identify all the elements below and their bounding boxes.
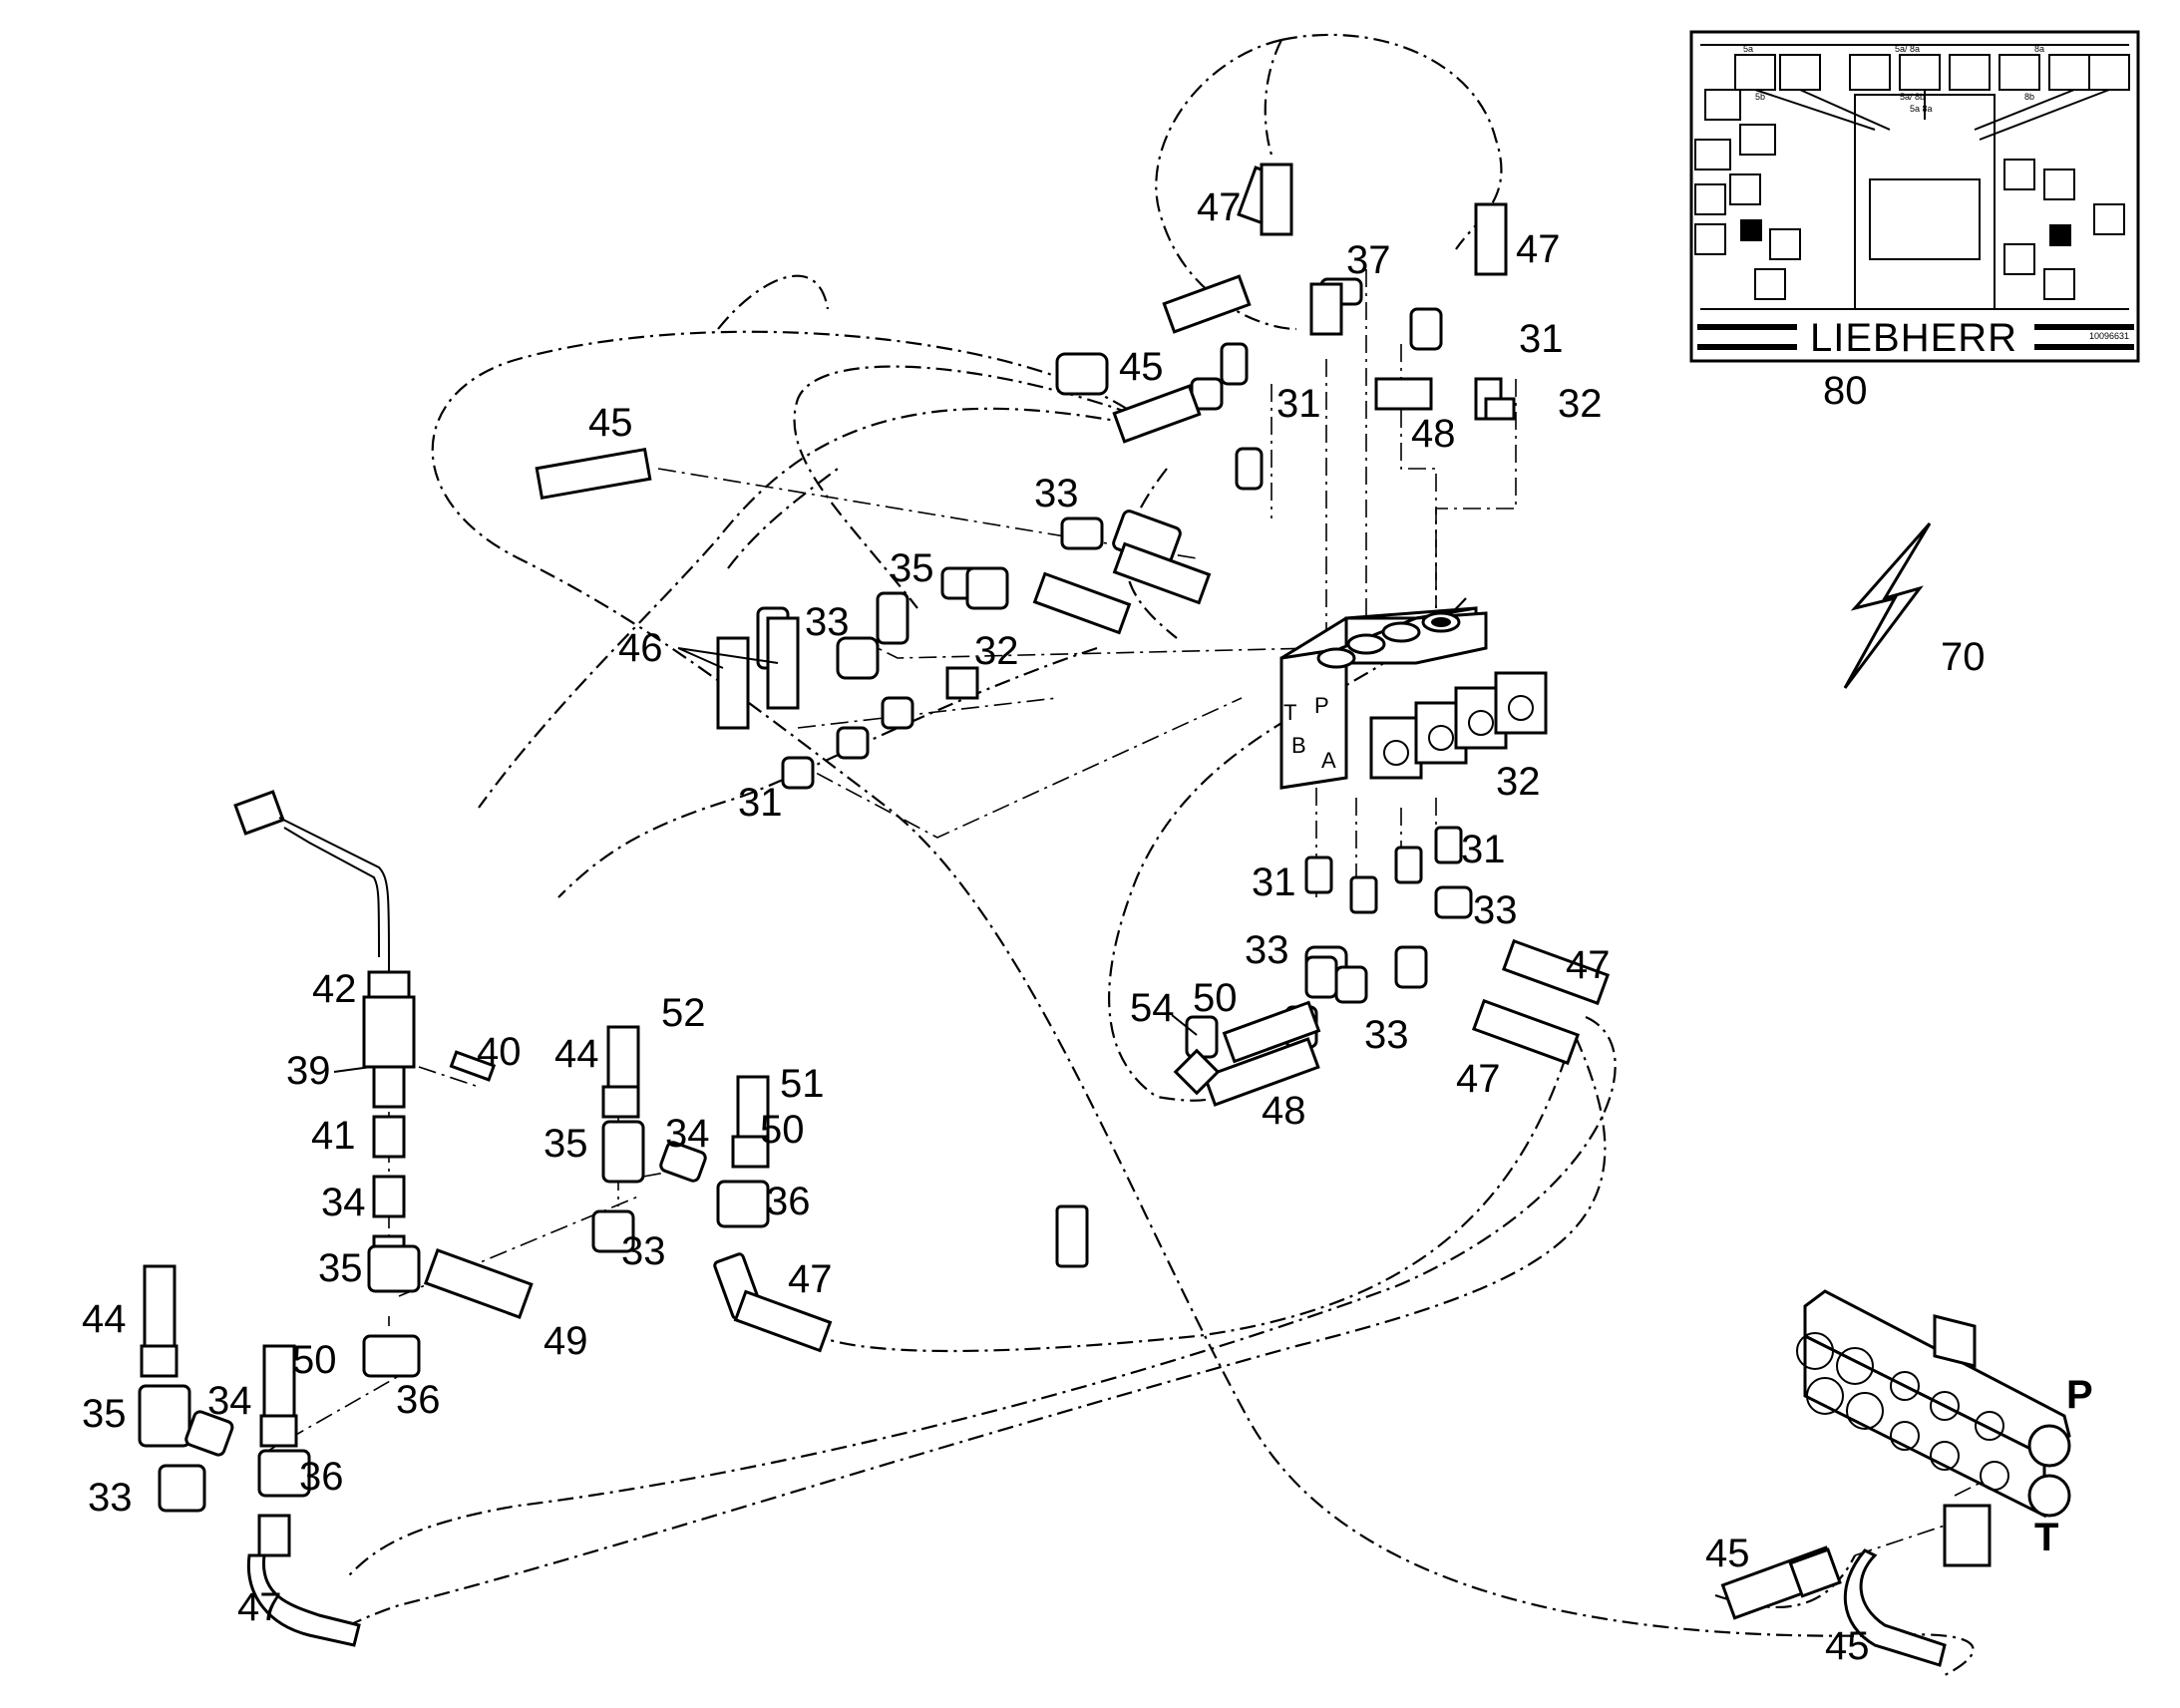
part-number: 32 [1496,760,1541,804]
plate-brand: LIEBHERR [1810,316,2017,360]
part-number: 42 [312,967,357,1011]
part-number: 47 [1456,1057,1501,1101]
part-number: 45 [1705,1532,1750,1575]
part-number: 47 [237,1585,282,1629]
part-number: 31 [1252,860,1296,904]
manifold-label-p: P [2066,1373,2093,1417]
part-number: 37 [1346,238,1391,282]
part-number: 47 [1197,185,1242,229]
part-number: 34 [207,1379,252,1423]
part-number: 51 [780,1062,825,1106]
part-number: 48 [1411,412,1456,456]
part-number: 32 [1558,382,1603,426]
plate-label-2: 5a/ 8a [1895,44,1920,54]
part-number: 35 [890,546,934,590]
part-number: 31 [1461,828,1506,871]
part-number: 50 [1193,976,1238,1020]
part-number: 36 [766,1180,811,1223]
part-number: 40 [477,1030,522,1074]
leader-lines [258,269,1996,1556]
part-number: 33 [1473,888,1518,932]
part-number: 49 [544,1319,588,1363]
plate-label-1: 5a [1743,44,1753,54]
plate-center-label: 5a 8a [1910,104,1933,114]
electrical-symbol [1843,522,1932,689]
part-number: 44 [82,1297,127,1341]
part-number: 44 [554,1032,599,1076]
part-number: 33 [1034,472,1079,515]
part-number: 45 [1119,345,1164,389]
part-number: 48 [1262,1089,1306,1133]
part-number: 47 [788,1257,833,1301]
part-number: 34 [321,1181,366,1224]
control-plate: 5a 5a/ 8a 8a 5b 5a/ 8b 8b 5a 8a LIEBHERR… [1689,30,2140,363]
part-number: 52 [661,991,706,1035]
plate-label-6: 8b [2024,92,2034,102]
part-number: 31 [738,781,783,825]
part-number: 36 [299,1455,344,1499]
plate-label-4: 5b [1755,92,1765,102]
part-number: 36 [396,1378,441,1422]
part-number: 33 [1245,928,1289,972]
part-number: 50 [760,1108,805,1152]
part-number: 32 [974,629,1019,673]
part-number: 45 [588,401,633,445]
part-number: 47 [1566,943,1611,987]
part-number: 47 [1516,227,1561,271]
part-number: 33 [621,1229,666,1273]
port-label-p: P [1314,693,1329,718]
part-number: 46 [618,626,663,670]
plate-label-3: 8a [2034,44,2044,54]
plate-code: 10096631 [2089,331,2129,341]
plate-label-5: 5a/ 8b [1900,92,1925,102]
part-number: 54 [1130,986,1175,1030]
part-number: 35 [318,1246,363,1290]
part-number: 80 [1823,369,1868,413]
part-number: 31 [1276,382,1321,426]
part-number: 70 [1941,635,1986,679]
part-number: 50 [292,1338,337,1382]
port-label-t: T [1283,700,1296,725]
fittings [138,163,1947,1667]
valve-block: T P B A [1279,606,1548,790]
part-number: 31 [1519,317,1564,361]
part-number-labels: 47 37 47 31 45 31 48 32 45 33 35 33 32 4… [82,185,1986,1668]
part-number: 35 [544,1122,588,1166]
part-number: 41 [311,1114,356,1158]
part-number: 33 [1364,1013,1409,1057]
part-number: 39 [286,1049,331,1093]
part-number: 34 [665,1112,710,1156]
port-label-a: A [1321,748,1336,773]
part-number: 33 [88,1476,133,1520]
distribution-manifold: P T [1796,1289,2093,1567]
part-number: 45 [1825,1624,1870,1668]
manifold-label-t: T [2034,1516,2058,1559]
port-label-b: B [1291,733,1306,758]
part-number: 33 [805,600,850,644]
part-number: 35 [82,1392,127,1436]
